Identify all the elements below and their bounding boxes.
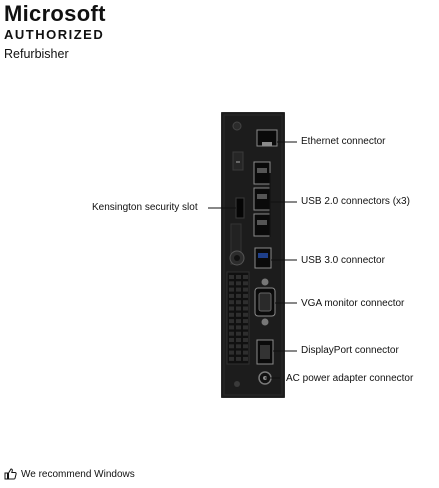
brand-microsoft: Microsoft [4,1,106,26]
vent-hole [229,319,234,324]
vent-hole [243,319,248,324]
mini-pc-rear-panel [221,112,285,398]
label-displayport-connector: DisplayPort connector [301,345,399,356]
vent-hole [236,356,241,361]
vent-hole [229,293,234,298]
vent-hole [236,325,241,330]
vent-hole [229,306,234,311]
brand-authorized: AUTHORIZED [4,27,105,42]
vent-hole [243,356,248,361]
vent-hole [236,350,241,355]
vent-hole [243,325,248,330]
vent-hole [236,312,241,317]
vent-hole [243,287,248,292]
kensington-slot [235,197,245,219]
label-ethernet-connector: Ethernet connector [301,136,386,147]
vent-hole [243,306,248,311]
vent-hole [229,281,234,286]
vent-hole [243,293,248,298]
vent-hole [243,281,248,286]
ethernet-port [256,129,278,147]
vent-hole [243,275,248,279]
vent-hole [236,338,241,342]
brand-refurbisher: Refurbisher [4,47,69,61]
vent-hole [243,350,248,355]
label-usb3-connector: USB 3.0 connector [301,255,385,266]
microsoft-authorized-refurbisher-logo: Microsoft AUTHORIZED Refurbisher [4,2,106,62]
displayport-port [256,339,274,365]
vent-hole [243,312,248,317]
vent-hole [229,331,234,336]
vent-hole [236,275,241,279]
usb-3-port [254,247,272,269]
label-ac-power-connector: AC power adapter connector [286,373,414,384]
mini-pc-rear-panel-graphic [221,112,285,398]
vent-hole [236,300,241,305]
vent-hole [236,293,241,298]
vent-hole [243,300,248,305]
vent-hole [229,344,234,349]
vent-hole [236,331,241,336]
thumbs-up-icon [4,468,17,480]
vent-hole [243,331,248,336]
vent-hole [229,338,234,342]
footer-recommendation: We recommend Windows [4,468,135,480]
footer-text: We recommend Windows [21,468,135,480]
label-kensington-slot: Kensington security slot [92,202,198,213]
vent-hole [236,287,241,292]
vent-hole [236,281,241,286]
vent-hole [229,350,234,355]
ac-power-port [258,371,272,385]
vent-hole [229,312,234,317]
usb-2-ports [253,161,271,237]
vga-port [254,278,276,326]
vent-hole [236,319,241,324]
vent-hole [243,338,248,342]
vent-hole [243,344,248,349]
ventilation-grille [226,271,250,365]
vent-hole [236,344,241,349]
label-vga-connector: VGA monitor connector [301,298,405,309]
label-usb2-connectors: USB 2.0 connectors (x3) [301,196,410,207]
vent-hole [229,300,234,305]
vent-hole [229,275,234,279]
vent-hole [229,287,234,292]
vent-hole [229,325,234,330]
vent-hole [236,306,241,311]
vent-hole [229,356,234,361]
